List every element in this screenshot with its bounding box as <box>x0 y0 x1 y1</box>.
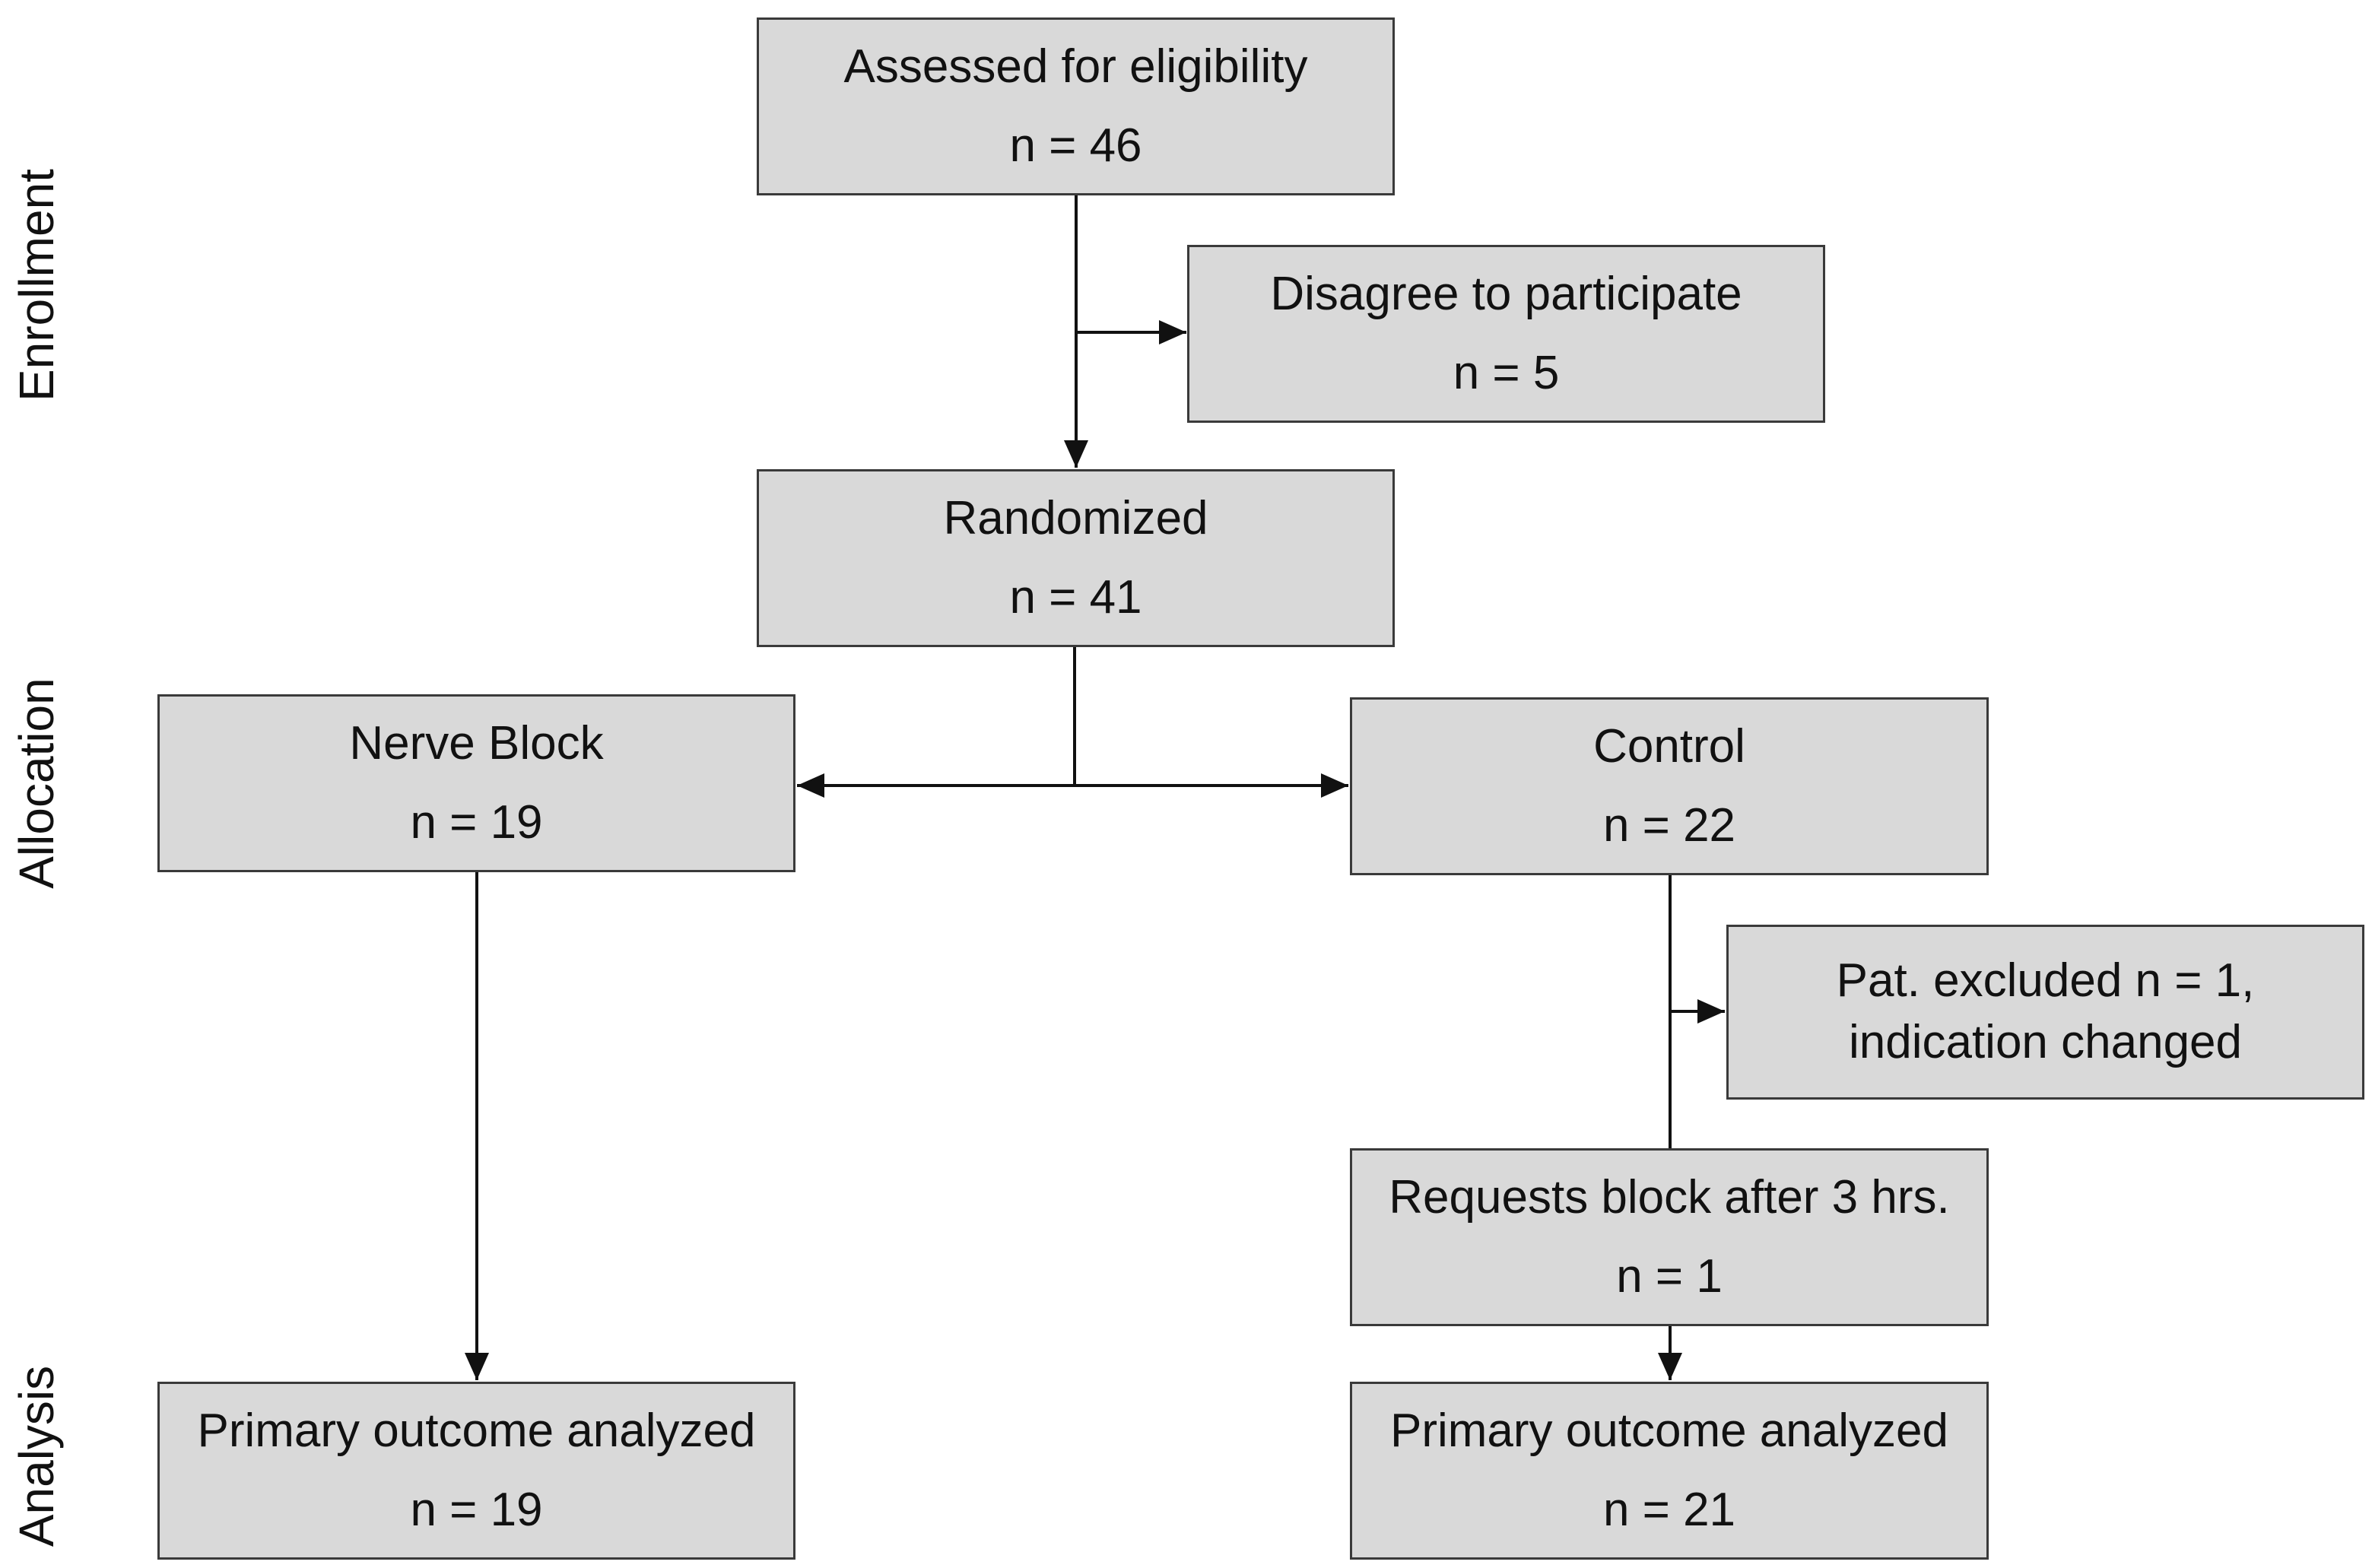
box-title: Primary outcome analyzed <box>197 1404 756 1457</box>
box-control: Control n = 22 <box>1350 697 1989 875</box>
box-nerve-block: Nerve Block n = 19 <box>157 694 795 872</box>
box-title: Randomized <box>943 491 1208 544</box>
box-line-2: indication changed <box>1848 1016 2243 1068</box>
box-disagree-to-participate: Disagree to participate n = 5 <box>1187 245 1825 423</box>
box-count: n = 21 <box>1602 1484 1736 1536</box>
box-count: n = 19 <box>410 1484 543 1536</box>
box-count: n = 46 <box>1009 119 1142 172</box>
box-title: Requests block after 3 hrs. <box>1389 1170 1950 1224</box>
box-count: n = 19 <box>410 796 543 849</box>
box-requests-block: Requests block after 3 hrs. n = 1 <box>1350 1148 1989 1326</box>
box-patient-excluded: Pat. excluded n = 1, indication changed <box>1726 925 2364 1100</box>
box-line-1: Pat. excluded n = 1, <box>1836 954 2255 1008</box>
box-title: Control <box>1593 719 1745 773</box>
box-title: Nerve Block <box>349 716 604 770</box>
box-assessed-for-eligibility: Assessed for eligibility n = 46 <box>757 17 1395 195</box>
box-randomized: Randomized n = 41 <box>757 469 1395 647</box>
box-title: Assessed for eligibility <box>843 40 1308 93</box>
box-count: n = 22 <box>1602 799 1736 852</box>
box-count: n = 1 <box>1616 1250 1723 1303</box>
box-primary-outcome-nerve-block: Primary outcome analyzed n = 19 <box>157 1382 795 1560</box>
box-count: n = 41 <box>1009 571 1142 624</box>
box-title: Primary outcome analyzed <box>1390 1404 1948 1457</box>
box-count: n = 5 <box>1453 347 1560 399</box>
box-primary-outcome-control: Primary outcome analyzed n = 21 <box>1350 1382 1989 1560</box>
box-title: Disagree to participate <box>1270 267 1742 320</box>
